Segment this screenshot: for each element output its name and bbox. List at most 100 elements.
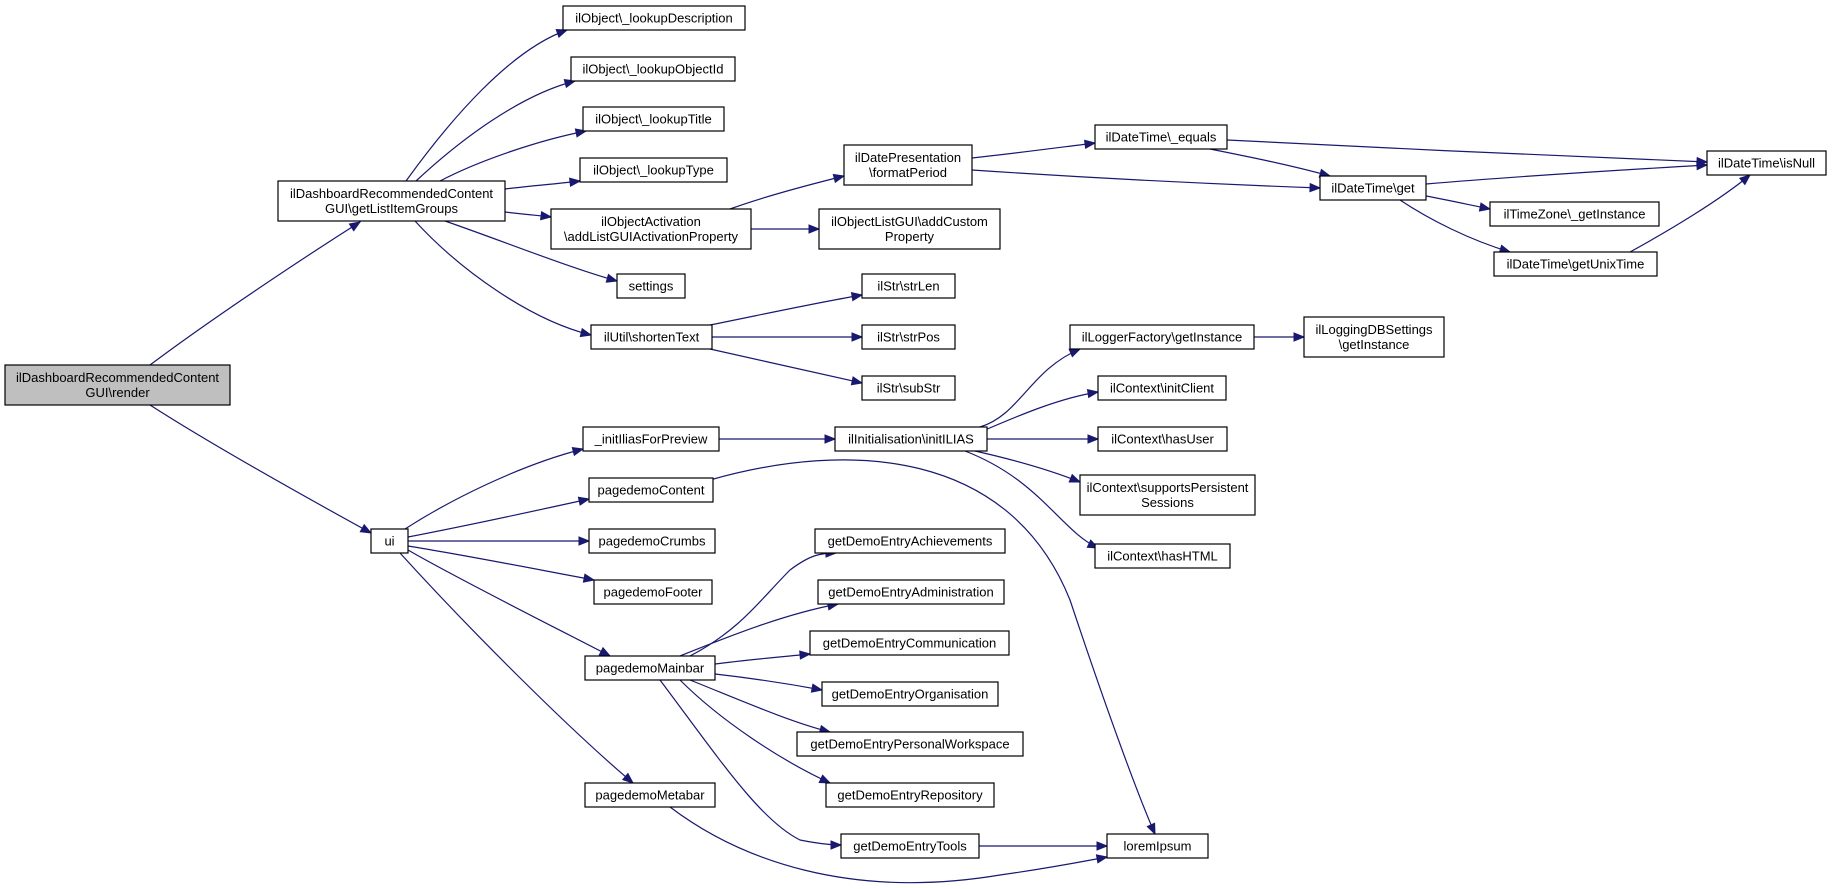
node-label: ilStr\strPos: [877, 330, 940, 345]
node-box: [809, 630, 1010, 656]
node-strPos[interactable]: ilStr\strPos: [861, 324, 956, 350]
edge-pagedemoMainbar-to-tools: [659, 679, 843, 850]
node-personalWorkspace[interactable]: getDemoEntryPersonalWorkspace: [796, 731, 1024, 757]
edge-formatPeriod-to-get: [971, 169, 1322, 193]
node-box: [1303, 316, 1445, 358]
node-label: ilDateTime\_equals: [1106, 130, 1217, 145]
edge-shortenText-to-subStr: [709, 348, 864, 386]
arrowhead: [555, 28, 569, 38]
node-loggerFactory[interactable]: ilLoggerFactory\getInstance: [1069, 324, 1255, 350]
node-loremIpsum[interactable]: loremIpsum: [1106, 833, 1209, 859]
node-subStr[interactable]: ilStr\subStr: [861, 375, 956, 401]
node-box: [843, 144, 973, 186]
arrowhead: [1096, 841, 1109, 851]
node-ui[interactable]: ui: [370, 528, 409, 554]
arrowhead: [1478, 202, 1492, 212]
node-label: loremIpsum: [1124, 839, 1192, 854]
edge-line: [971, 142, 1096, 159]
node-pagedemoMainbar[interactable]: pagedemoMainbar: [584, 655, 716, 681]
edge-line: [399, 552, 634, 784]
node-equals[interactable]: ilDateTime\_equals: [1094, 124, 1228, 150]
node-lookupObjectId[interactable]: ilObject\_lookupObjectId: [570, 56, 736, 82]
arrowhead: [1738, 174, 1752, 186]
node-label: ilLoggerFactory\getInstance: [1082, 330, 1242, 345]
node-get[interactable]: ilDateTime\get: [1319, 175, 1427, 201]
node-label: ilContext\hasUser: [1111, 432, 1214, 447]
arrowhead: [799, 650, 812, 660]
node-lookupTitle[interactable]: ilObject\_lookupTitle: [582, 106, 725, 132]
node-communication[interactable]: getDemoEntryCommunication: [809, 630, 1010, 656]
node-shortenText[interactable]: ilUtil\shortenText: [590, 324, 713, 350]
edge-get-to-isNull: [1425, 160, 1709, 185]
node-box: [821, 681, 999, 707]
arrowhead: [577, 496, 591, 506]
edge-line: [149, 404, 372, 534]
node-lookupType[interactable]: ilObject\_lookupType: [579, 157, 728, 183]
node-box: [1097, 426, 1228, 452]
arrowhead: [830, 840, 843, 850]
arrowhead: [598, 646, 612, 657]
edge-ui-to-pagedemoMainbar: [407, 549, 612, 657]
node-box: [277, 180, 506, 222]
node-strLen[interactable]: ilStr\strLen: [861, 273, 956, 299]
node-organisation[interactable]: getDemoEntryOrganisation: [821, 681, 999, 707]
node-achievements[interactable]: getDemoEntryAchievements: [814, 528, 1006, 554]
node-loggingDBSettings[interactable]: ilLoggingDBSettings\getInstance: [1303, 316, 1445, 358]
node-isNull[interactable]: ilDateTime\isNull: [1706, 150, 1827, 176]
node-box: [1319, 175, 1427, 201]
node-administration[interactable]: getDemoEntryAdministration: [817, 579, 1005, 605]
arrowhead: [850, 292, 864, 302]
node-label: ilContext\hasHTML: [1107, 549, 1218, 564]
edge-line: [679, 679, 831, 784]
edge-initIliasForPreview-to-initILIAS: [719, 434, 837, 444]
node-box: [370, 528, 409, 554]
node-pagedemoFooter[interactable]: pagedemoFooter: [593, 579, 713, 605]
node-box: [584, 655, 716, 681]
edge-initILIAS-to-supportsPersistentSessions: [974, 450, 1082, 483]
edge-equals-to-get: [1209, 148, 1332, 178]
node-label: GUI\getListItemGroups: [325, 201, 458, 216]
edge-line: [729, 175, 845, 210]
node-box: [818, 208, 1001, 250]
node-lookupDescription[interactable]: ilObject\_lookupDescription: [562, 5, 746, 31]
arrowhead: [810, 683, 824, 693]
edge-formatPeriod-to-equals: [971, 139, 1097, 159]
node-getListItemGroups[interactable]: ilDashboardRecommendedContentGUI\getList…: [277, 180, 506, 222]
node-hasUser[interactable]: ilContext\hasUser: [1097, 426, 1228, 452]
node-tzGetInstance[interactable]: ilTimeZone\_getInstance: [1489, 201, 1660, 227]
node-box: [1069, 324, 1255, 350]
edge-ui-to-pagedemoMetabar: [399, 552, 635, 784]
edge-getUnixTime-to-isNull: [1629, 174, 1752, 253]
node-label: ilStr\strLen: [877, 279, 939, 294]
node-tools[interactable]: getDemoEntryTools: [840, 833, 980, 859]
node-box: [1079, 474, 1256, 516]
node-repository[interactable]: getDemoEntryRepository: [825, 782, 995, 808]
edge-line: [714, 653, 811, 665]
node-box: [834, 426, 988, 452]
node-initIliasForPreview[interactable]: _initIliasForPreview: [582, 426, 720, 452]
node-pagedemoCrumbs[interactable]: pagedemoCrumbs: [588, 528, 716, 554]
node-label: ilObject\_lookupType: [593, 163, 714, 178]
node-label: ilInitialisation\initILIAS: [848, 432, 974, 447]
edge-tools-to-loremIpsum: [979, 841, 1109, 851]
node-label: \addListGUIActivationProperty: [564, 229, 739, 244]
node-getUnixTime[interactable]: ilDateTime\getUnixTime: [1493, 251, 1658, 277]
node-initILIAS[interactable]: ilInitialisation\initILIAS: [834, 426, 988, 452]
edge-addListGUIActivationProperty-to-addCustomProperty: [750, 224, 821, 234]
node-pagedemoMetabar[interactable]: pagedemoMetabar: [584, 782, 716, 808]
node-initClient[interactable]: ilContext\initClient: [1097, 375, 1227, 401]
edge-line: [444, 220, 618, 282]
arrowhead: [540, 211, 553, 221]
edge-line: [679, 603, 839, 657]
node-hasHTML[interactable]: ilContext\hasHTML: [1094, 543, 1231, 569]
node-formatPeriod[interactable]: ilDatePresentation\formatPeriod: [843, 144, 973, 186]
node-label: getDemoEntryOrganisation: [832, 687, 989, 702]
node-addListGUIActivationProperty[interactable]: ilObjectActivation\addListGUIActivationP…: [550, 208, 752, 250]
node-settings[interactable]: settings: [616, 273, 686, 299]
node-box: [1094, 124, 1228, 150]
node-pagedemoContent[interactable]: pagedemoContent: [588, 477, 714, 503]
